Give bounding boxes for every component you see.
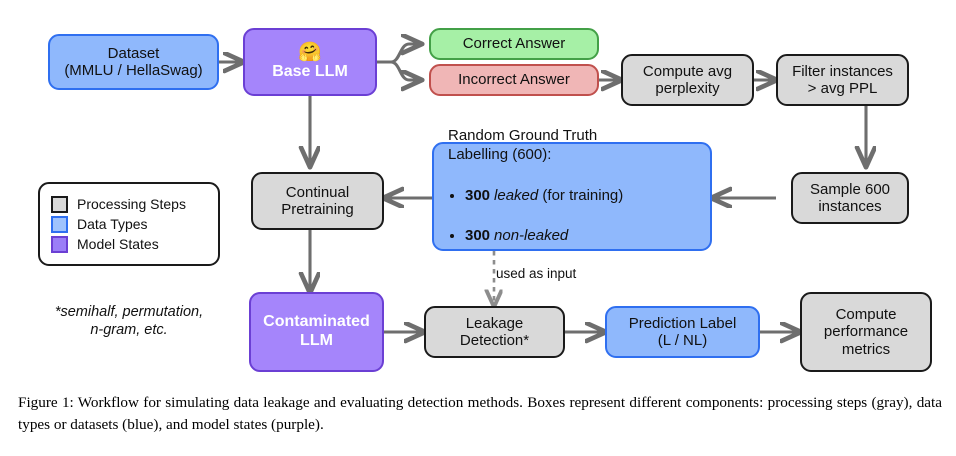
legend-label: Data Types xyxy=(77,216,148,232)
figure-caption: Figure 1: Workflow for simulating data l… xyxy=(18,394,942,433)
legend-item-processing-steps: Processing Steps xyxy=(51,195,210,213)
edge-base-llm-to-incorrect xyxy=(377,60,421,80)
legend-item-model-states: Model States xyxy=(51,235,210,253)
node-leakage-detection[interactable]: Leakage Detection* xyxy=(424,306,565,358)
hugging-face-emoji: 🤗 xyxy=(298,41,322,63)
node-base-llm[interactable]: 🤗 Base LLM xyxy=(243,28,377,96)
node-incorrect-answer[interactable]: Incorrect Answer xyxy=(429,64,599,96)
legend-label: Processing Steps xyxy=(77,196,186,212)
node-contaminated-llm[interactable]: Contaminated LLM xyxy=(249,292,384,372)
node-dataset[interactable]: Dataset (MMLU / HellaSwag) xyxy=(48,34,219,90)
labelling-heading: Random Ground Truth Labelling (600): xyxy=(448,127,598,163)
node-filter-instances[interactable]: Filter instances > avg PPL xyxy=(776,54,909,106)
legend-label: Model States xyxy=(77,236,159,252)
node-prediction-label[interactable]: Prediction Label (L / NL) xyxy=(605,306,760,358)
node-base-llm-label: Base LLM xyxy=(272,62,348,80)
data-swatch-icon xyxy=(51,215,68,233)
node-sample-instances[interactable]: Sample 600 instances xyxy=(791,172,909,224)
node-random-ground-truth-labelling[interactable]: Random Ground Truth Labelling (600): 300… xyxy=(432,127,712,251)
edge-label-used-as-input: used as input xyxy=(496,266,577,281)
legend: Processing Steps Data Types Model States xyxy=(38,182,220,266)
legend-item-data-types: Data Types xyxy=(51,215,210,233)
processing-swatch-icon xyxy=(51,195,68,213)
node-compute-metrics[interactable]: Compute performance metrics xyxy=(800,292,932,372)
node-continual-pretraining[interactable]: Continual Pretraining xyxy=(251,172,384,230)
model-swatch-icon xyxy=(51,235,68,253)
node-compute-perplexity[interactable]: Compute avg perplexity xyxy=(621,54,754,106)
edge-base-llm-to-correct xyxy=(377,44,421,64)
node-correct-answer[interactable]: Correct Answer xyxy=(429,28,599,60)
footnote-detection-methods: *semihalf, permutation, n-gram, etc. xyxy=(54,304,204,339)
